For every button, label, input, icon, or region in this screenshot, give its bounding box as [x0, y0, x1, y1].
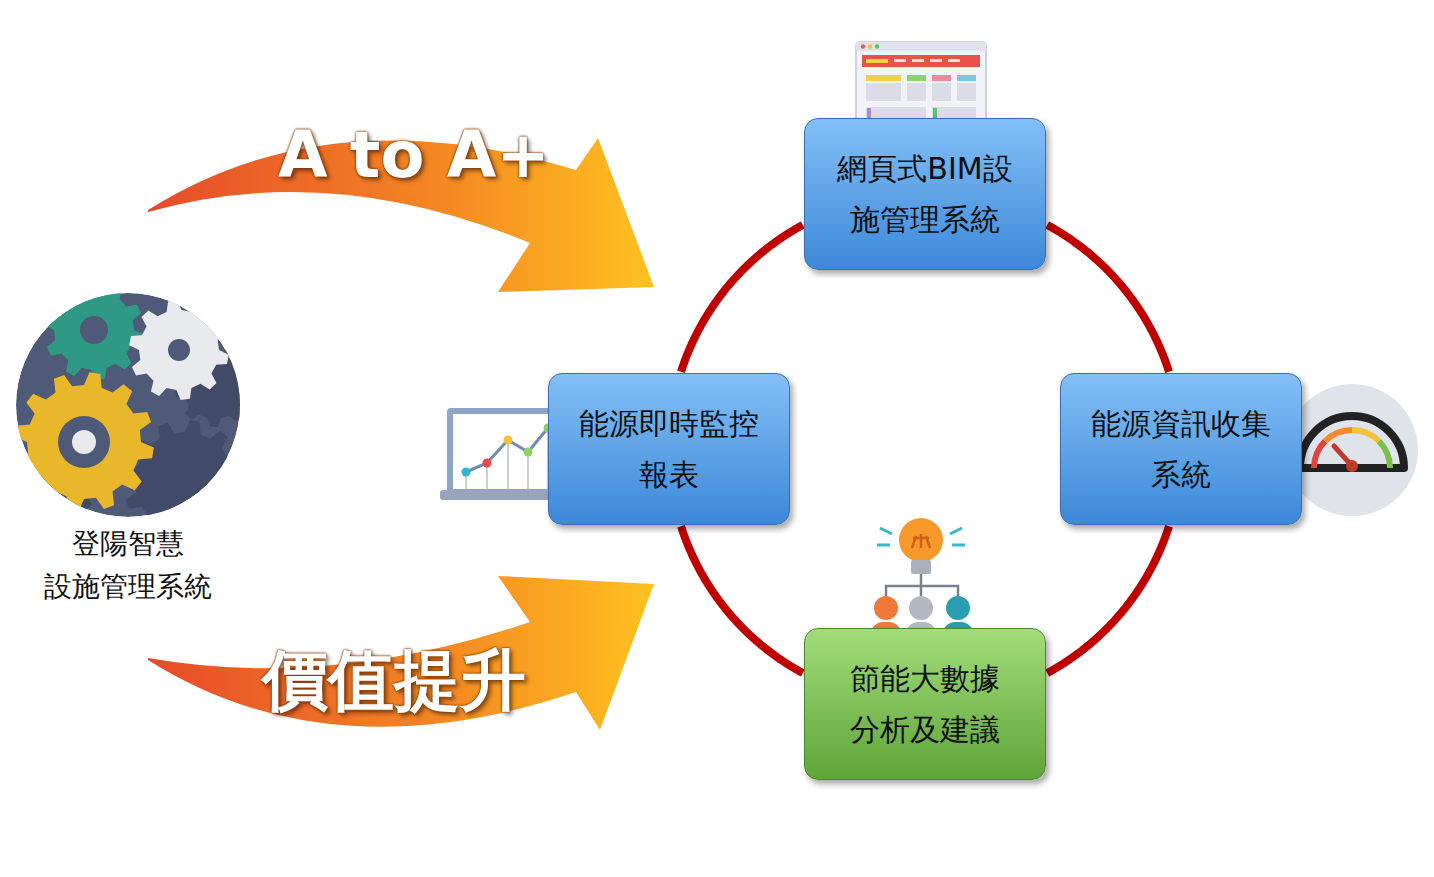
idea-team-icon-part	[920, 586, 923, 596]
ring-connector	[681, 225, 803, 372]
gear-shape	[44, 292, 144, 380]
gear-emblem	[15, 292, 241, 518]
ring-connector	[1047, 225, 1169, 372]
node-label: 登陽智慧 設施管理系統	[15, 522, 241, 609]
browser-window-icon-part	[912, 59, 924, 62]
node-label: 網頁式BIM設 施管理系統	[819, 143, 1031, 245]
browser-window-icon-part	[932, 83, 951, 101]
arrow-caption: A to A+	[278, 118, 550, 192]
idea-team-icon-part	[877, 544, 890, 547]
idea-team-icon-part	[880, 528, 892, 534]
laptop-chart-icon-part	[462, 468, 471, 477]
browser-window-icon-part	[957, 83, 976, 101]
idea-team-icon-part	[952, 544, 965, 547]
node-label: 能源即時監控 報表	[563, 398, 775, 500]
gear-hole	[80, 316, 108, 344]
laptop-chart-icon-part	[504, 436, 513, 445]
gear-shape	[129, 300, 229, 400]
node-label: 能源資訊收集 系統	[1075, 398, 1287, 500]
gear-group	[15, 292, 241, 518]
browser-window-icon-part	[948, 59, 960, 62]
browser-window-icon-part	[856, 42, 986, 51]
idea-team-icon-part	[909, 596, 933, 620]
gear-hole	[168, 339, 190, 361]
browser-window-icon-part	[932, 75, 951, 81]
gear-hole	[58, 416, 110, 468]
gauge-icon-part	[1325, 430, 1352, 441]
gear-axle	[72, 430, 96, 454]
browser-window-icon-part	[907, 75, 926, 81]
bottom-swoosh-arrow-part	[148, 576, 654, 730]
ring-connector	[1047, 526, 1169, 673]
gear-shape	[123, 420, 241, 518]
gear-shape	[15, 372, 154, 512]
laptop-chart-icon-part	[466, 428, 548, 472]
browser-window-icon-part	[866, 75, 901, 81]
browser-window-icon-part	[866, 59, 888, 63]
gauge-icon-part	[1352, 430, 1379, 441]
idea-team-icon-part	[920, 574, 923, 586]
browser-window-icon-part	[875, 44, 879, 48]
analysis-box: 節能大數據 分析及建議	[804, 628, 1046, 780]
process-box: 能源即時監控 報表	[548, 373, 790, 525]
bottom-swoosh-arrow	[148, 576, 654, 730]
process-box: 網頁式BIM設 施管理系統	[804, 118, 1046, 270]
laptop-chart-icon-part	[524, 448, 533, 457]
idea-team-icon-part	[946, 596, 970, 620]
gauge-icon-part	[1314, 441, 1325, 468]
gauge-icon-part	[1346, 460, 1358, 472]
process-box: 能源資訊收集 系統	[1060, 373, 1302, 525]
ring-connector	[681, 526, 803, 673]
laptop-chart-icon-part	[527, 452, 529, 489]
gauge-icon-part	[1286, 384, 1418, 516]
laptop-chart-icon-part	[453, 414, 563, 489]
idea-team-icon-part	[886, 586, 958, 596]
browser-window-icon-part	[930, 59, 942, 62]
idea-team-icon-part	[899, 518, 943, 562]
browser-window-icon-part	[894, 59, 906, 62]
node-label: 節能大數據 分析及建議	[819, 653, 1031, 755]
arrow-caption: 價值提升	[262, 636, 526, 726]
idea-team-icon-part	[912, 534, 930, 548]
gauge-icon-part	[1379, 441, 1390, 468]
system-emblem: 登陽智慧 設施管理系統	[15, 292, 241, 615]
browser-window-icon-part	[957, 75, 976, 81]
idea-team-icon-part	[874, 596, 898, 620]
browser-window-icon-part	[862, 55, 980, 67]
browser-window-icon-part	[868, 44, 872, 48]
laptop-chart-icon-part	[483, 459, 492, 468]
gauge-icon	[1286, 384, 1418, 516]
laptop-chart-icon-part	[507, 440, 509, 489]
idea-team-icon-part	[950, 528, 962, 534]
browser-window-icon-part	[866, 83, 901, 101]
browser-window-icon-part	[861, 44, 865, 48]
browser-window-icon-part	[907, 83, 926, 101]
idea-team-icon-part	[911, 560, 931, 574]
